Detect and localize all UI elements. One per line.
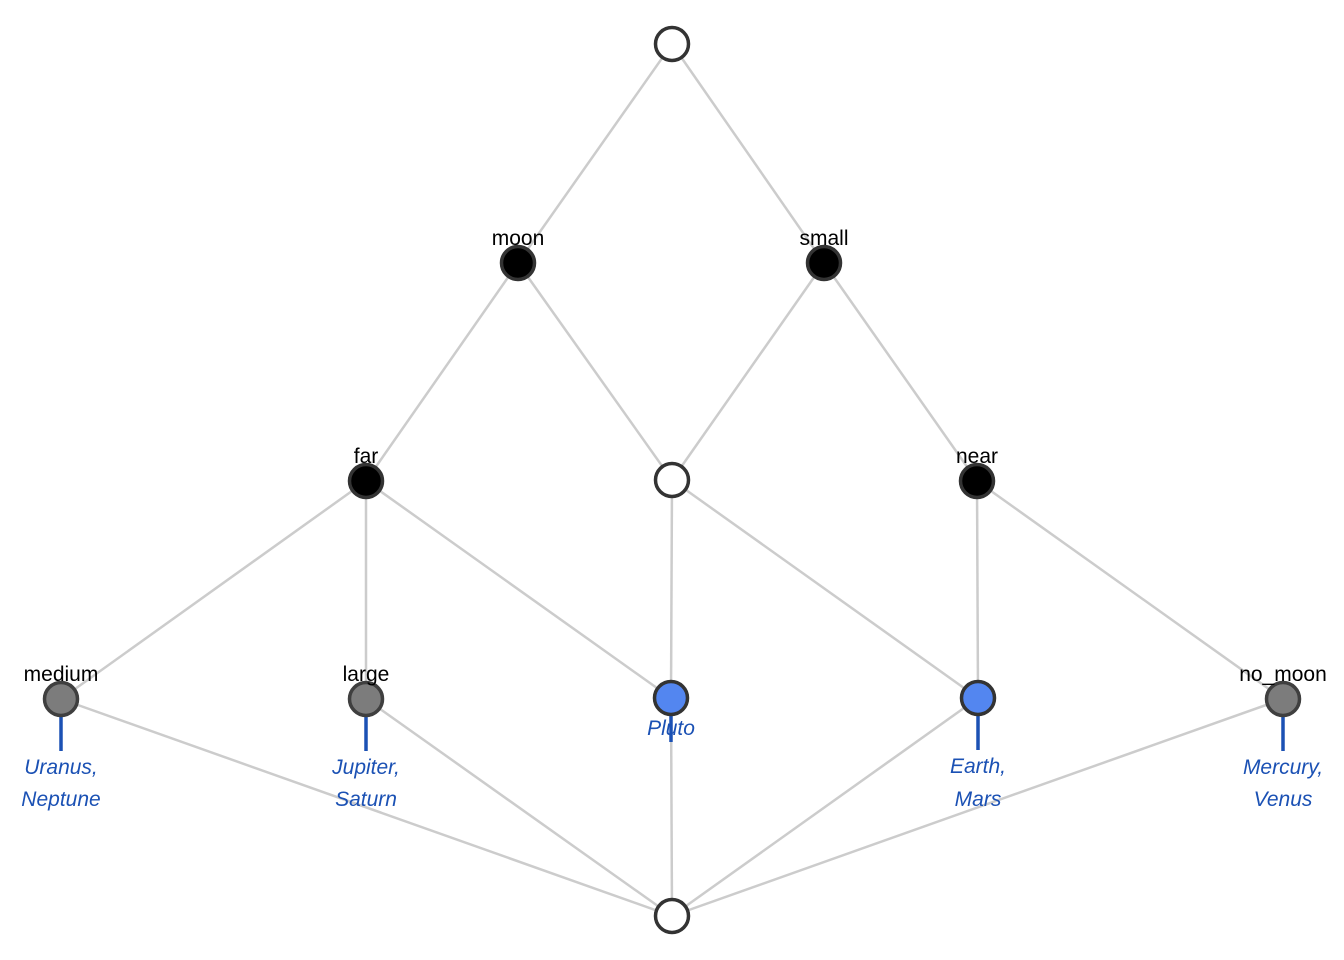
- node-pluto[interactable]: [652, 679, 690, 717]
- edges: [60, 43, 1284, 918]
- attribute-label-large: large: [343, 663, 390, 686]
- edge-near-earth-mars: [975, 480, 980, 699]
- edge-small-near: [822, 262, 979, 482]
- attribute-label-medium: medium: [24, 663, 99, 686]
- object-label-pluto: Pluto: [647, 717, 695, 740]
- object-label-medium-line2: Neptune: [21, 788, 100, 811]
- attribute-labels: moon small far near medium large no_moon: [24, 227, 1327, 686]
- nodes: [42, 25, 1302, 935]
- node-small[interactable]: [805, 244, 843, 282]
- edge-top-moon: [516, 43, 674, 264]
- attribute-label-far: far: [354, 445, 379, 468]
- node-near[interactable]: [958, 462, 996, 500]
- edge-large-bottom: [365, 697, 673, 918]
- edge-small-inner: [670, 262, 826, 481]
- attribute-label-near: near: [956, 445, 998, 468]
- edge-inner-earth-mars: [671, 478, 979, 700]
- node-medium[interactable]: [42, 680, 80, 718]
- object-label-large-line1: Jupiter,: [331, 756, 400, 779]
- object-label-no-moon-line2: Venus: [1254, 788, 1313, 811]
- node-large[interactable]: [347, 680, 385, 718]
- object-label-earth-mars-line1: Earth,: [950, 755, 1006, 778]
- node-far[interactable]: [347, 462, 385, 500]
- node-moon[interactable]: [499, 244, 537, 282]
- edge-top-small: [670, 43, 826, 264]
- node-inner[interactable]: [653, 461, 691, 499]
- node-earth-mars[interactable]: [959, 679, 997, 717]
- edge-moon-far: [364, 262, 520, 482]
- object-label-medium-line1: Uranus,: [24, 756, 98, 779]
- object-label-large-line2: Saturn: [335, 788, 397, 811]
- attribute-label-moon: moon: [492, 227, 545, 250]
- attribute-label-small: small: [799, 227, 848, 250]
- edge-medium-bottom: [60, 697, 673, 918]
- edge-far-pluto: [365, 479, 672, 700]
- object-labels: Uranus, Neptune Jupiter, Saturn Pluto Ea…: [21, 717, 1323, 811]
- edge-inner-pluto: [669, 479, 674, 699]
- edge-far-medium: [60, 479, 367, 701]
- object-label-earth-mars-line2: Mars: [955, 788, 1002, 811]
- edge-near-no-moon: [976, 479, 1284, 701]
- edge-moon-inner: [516, 262, 674, 481]
- node-no-moon[interactable]: [1264, 680, 1302, 718]
- object-label-no-moon-line1: Mercury,: [1243, 756, 1323, 779]
- edge-earth-mars-bottom: [671, 696, 979, 918]
- edge-no-moon-bottom: [671, 697, 1284, 918]
- attribute-label-no-moon: no_moon: [1239, 663, 1327, 686]
- node-top[interactable]: [653, 25, 691, 63]
- node-bottom[interactable]: [653, 897, 691, 935]
